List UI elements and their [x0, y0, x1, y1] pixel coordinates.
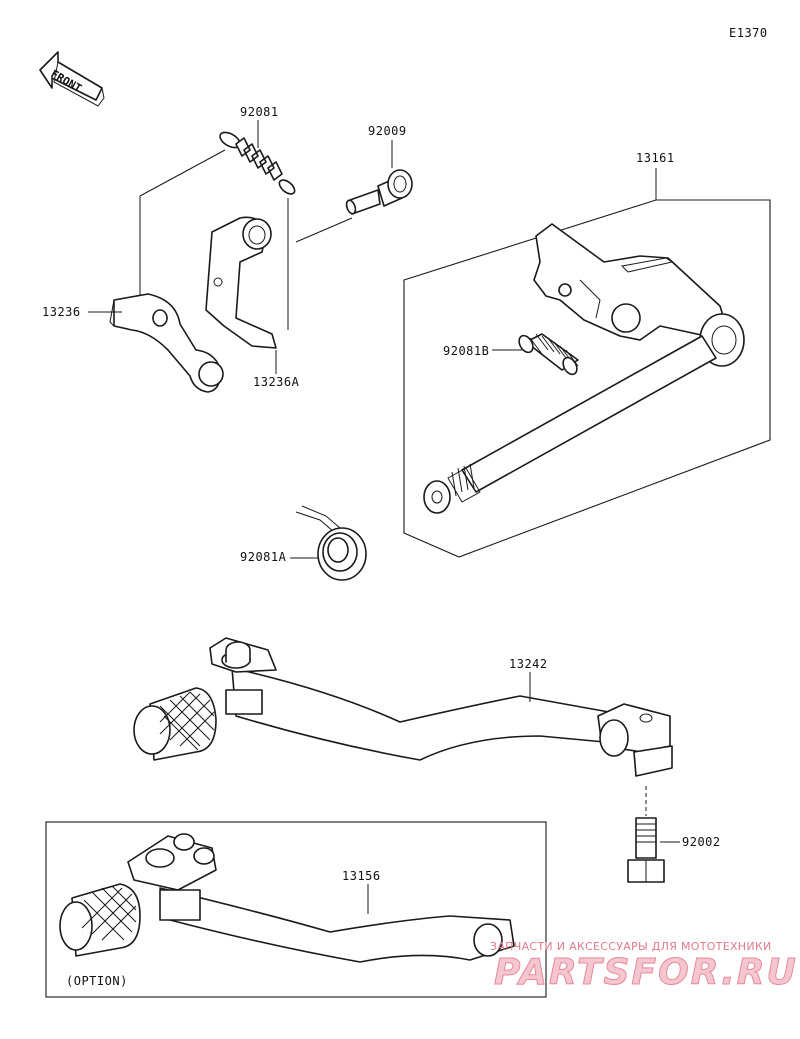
label-92081A: 92081A	[240, 550, 287, 564]
bolt-92002	[627, 786, 665, 883]
label-13156: 13156	[342, 869, 381, 883]
bolt-92009	[345, 169, 413, 215]
label-92002: 92002	[682, 835, 721, 849]
stopper-bracket-13236A	[205, 216, 277, 349]
shaft-assy-13161	[423, 223, 745, 514]
option-label: (OPTION)	[66, 974, 128, 988]
label-92081: 92081	[240, 105, 279, 119]
gear-pedal-13242	[133, 637, 673, 777]
watermark-tagline: ЗАПЧАСТИ И АКСЕССУАРЫ ДЛЯ МОТОТЕХНИКИ	[490, 940, 772, 953]
option-box	[45, 821, 547, 998]
label-92081B: 92081B	[443, 344, 489, 358]
label-13236A: 13236A	[253, 375, 300, 389]
diagram-code: E1370	[729, 26, 768, 40]
front-arrow-icon: FRONT	[39, 51, 105, 107]
spring-92081A	[295, 505, 367, 581]
gear-pedal-option-13156	[59, 833, 515, 963]
watermark-brand: PARTSFOR.RU	[494, 952, 798, 993]
spring-92081B	[518, 333, 579, 376]
stopper-lever-13236	[109, 293, 224, 393]
label-13242: 13242	[509, 657, 548, 671]
label-13161: 13161	[636, 151, 675, 165]
label-13236: 13236	[42, 305, 81, 319]
spring-92081	[219, 131, 296, 195]
label-92009: 92009	[368, 124, 407, 138]
